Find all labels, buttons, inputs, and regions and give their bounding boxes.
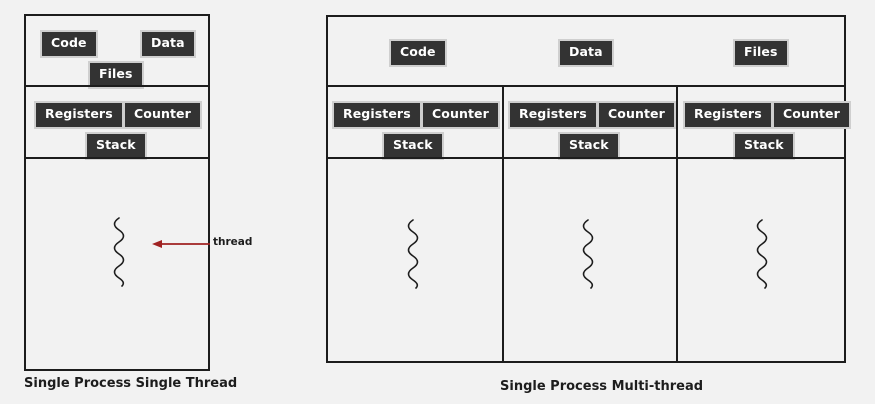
thread-squiggle-icon — [753, 219, 771, 289]
multi-execution-divider-2 — [676, 159, 678, 361]
thread-annotation: thread — [148, 232, 268, 256]
single-execution-band — [26, 159, 208, 369]
chip-stack: Stack — [558, 132, 620, 160]
multi-execution-band — [328, 159, 844, 361]
chip-stack: Stack — [382, 132, 444, 160]
multi-thread-caption: Single Process Multi-thread — [500, 379, 704, 394]
chip-registers: Registers — [34, 101, 124, 129]
thread-squiggle-icon — [110, 217, 128, 287]
chip-counter: Counter — [772, 101, 851, 129]
single-thread-state-band: Registers Counter Stack — [26, 87, 208, 160]
multi-thread-band-divider-1 — [502, 87, 504, 157]
chip-data: Data — [140, 30, 196, 58]
chip-counter: Counter — [421, 101, 500, 129]
thread-arrow-icon — [152, 240, 210, 248]
multi-thread-panel: Code Data Files Registers Counter Stack … — [326, 15, 851, 363]
chip-code: Code — [40, 30, 98, 58]
single-process-panel: Code Data Files Registers Counter Stack — [24, 14, 210, 371]
chip-data: Data — [558, 39, 614, 67]
single-divider-shared — [26, 85, 208, 87]
chip-counter: Counter — [597, 101, 676, 129]
chip-files: Files — [88, 61, 144, 89]
multi-execution-divider-1 — [502, 159, 504, 361]
thread-squiggle-icon — [579, 219, 597, 289]
chip-counter: Counter — [123, 101, 202, 129]
thread-annotation-label: thread — [213, 236, 253, 248]
thread-squiggle-icon — [404, 219, 422, 289]
multi-thread-band-divider-2 — [676, 87, 678, 157]
single-divider-thread — [26, 157, 208, 159]
chip-stack: Stack — [733, 132, 795, 160]
single-process-caption: Single Process Single Thread — [24, 376, 238, 391]
chip-registers: Registers — [332, 101, 422, 129]
multi-divider-shared — [328, 85, 844, 87]
chip-files: Files — [733, 39, 789, 67]
multi-shared-resources-band: Code Data Files — [328, 17, 844, 85]
multi-divider-thread — [328, 157, 844, 159]
single-shared-resources-band: Code Data Files — [26, 16, 208, 89]
chip-stack: Stack — [85, 132, 147, 160]
multi-thread-state-band: Registers Counter Stack Registers Counte… — [328, 87, 851, 160]
chip-registers: Registers — [508, 101, 598, 129]
chip-code: Code — [389, 39, 447, 67]
chip-registers: Registers — [683, 101, 773, 129]
